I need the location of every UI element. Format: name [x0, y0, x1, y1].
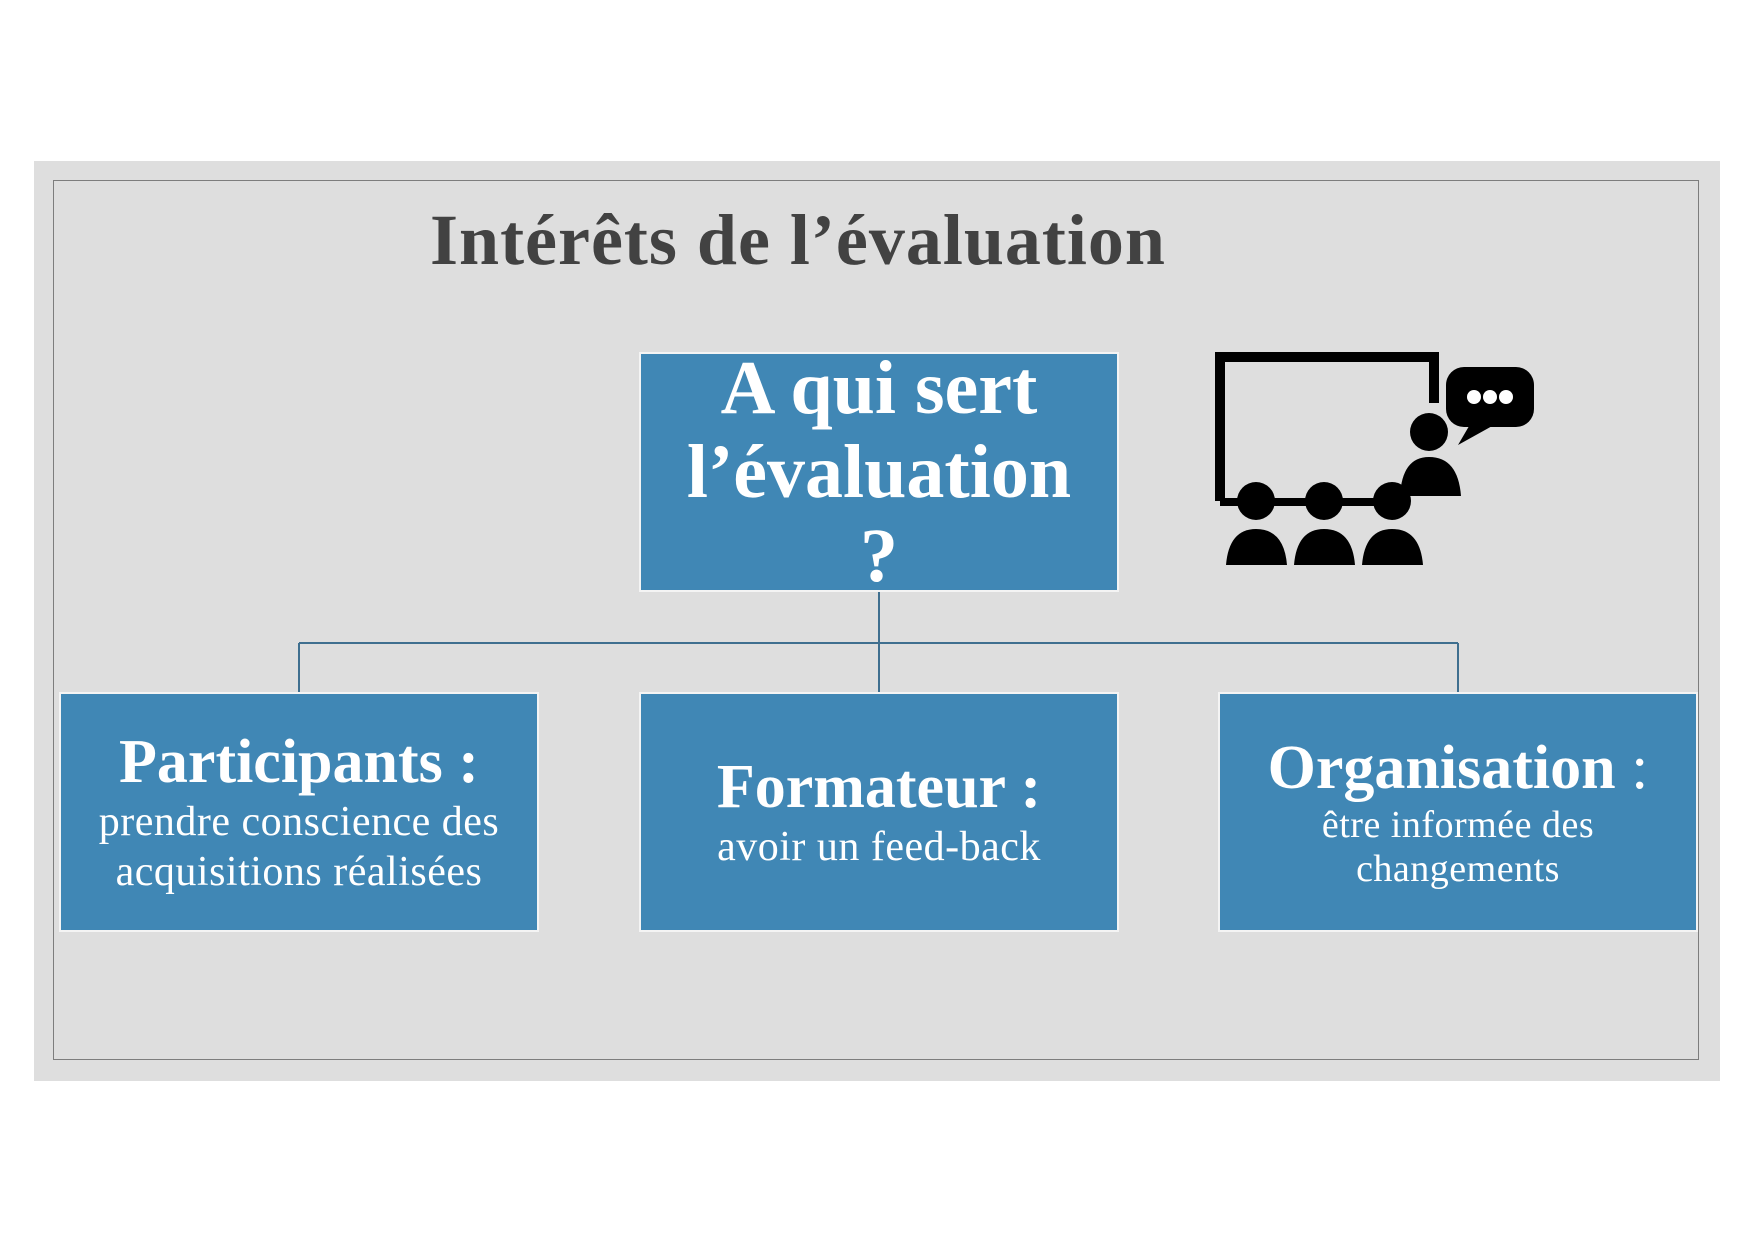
child-node-heading: Organisation : — [1268, 733, 1649, 803]
speech-bubble-icon — [1446, 367, 1534, 445]
slide: Intérêts de l’évaluation A qui sert l’év… — [34, 161, 1720, 1081]
root-node-label: A qui sert l’évaluation ? — [686, 346, 1072, 598]
child-node-heading: Participants : — [119, 728, 479, 796]
child-node-heading-colon: : — [1615, 734, 1649, 802]
child-node-organisation: Organisation : être informée des changem… — [1218, 692, 1698, 932]
child-node-participants: Participants : prendre conscience des ac… — [59, 692, 539, 932]
child-node-heading-main: Organisation — [1267, 734, 1616, 802]
child-node-text: avoir un feed-back — [717, 824, 1041, 870]
presentation-audience-icon — [1215, 352, 1534, 565]
child-node-heading: Formateur : — [716, 753, 1042, 821]
slide-frame — [53, 180, 1699, 1060]
hierarchy-connectors — [298, 592, 1459, 692]
child-node-text: prendre conscience des acquisitions réal… — [98, 799, 500, 895]
child-node-text: être informée des changements — [1321, 804, 1595, 890]
diagram-title: Intérêts de l’évaluation — [430, 200, 1166, 280]
child-node-formateur: Formateur : avoir un feed-back — [639, 692, 1119, 932]
root-node: A qui sert l’évaluation ? — [639, 346, 1119, 598]
